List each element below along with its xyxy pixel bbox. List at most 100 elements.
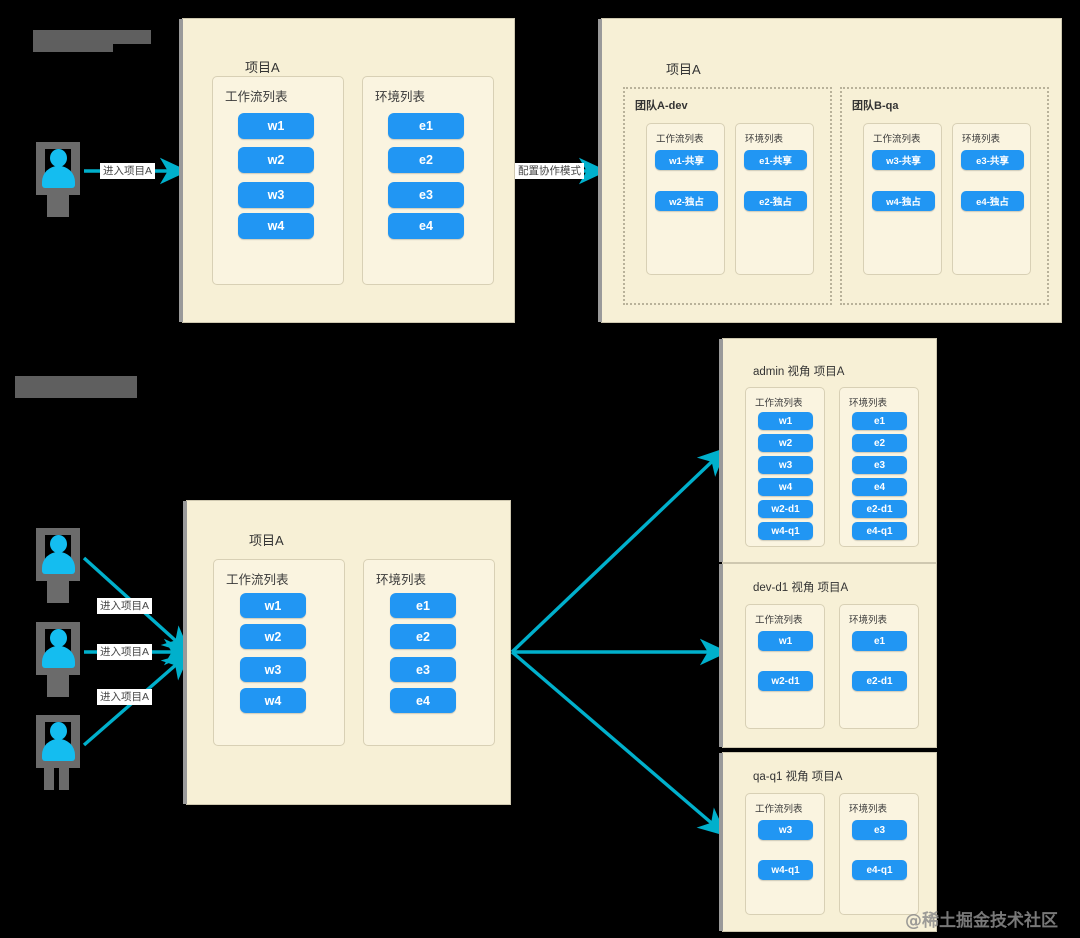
pill-admin-w1[interactable]: w1: [758, 412, 813, 430]
pill-dev-e2-d1[interactable]: e2-d1: [852, 671, 907, 691]
admin-env-box: 环境列表 e1 e2 e3 e4 e2-d1 e4-q1: [839, 387, 919, 547]
dev-workflow-box: 工作流列表 w1 w2-d1: [745, 604, 825, 729]
dev-env-title: 环境列表: [849, 615, 888, 626]
pill-w4[interactable]: w4: [238, 213, 314, 239]
section-title-top-redacted-2: [33, 44, 113, 52]
pill-admin-e1[interactable]: e1: [852, 412, 907, 430]
view-dev-title: dev-d1 视角 项目A: [753, 582, 849, 594]
env-list-box-before: 环境列表 e1 e2 e3 e4: [362, 76, 494, 285]
pill-e2[interactable]: e2: [388, 147, 464, 173]
pill-w4-exclusive[interactable]: w4-独占: [872, 191, 935, 211]
pill-w1-bottom[interactable]: w1: [240, 593, 306, 618]
pill-dev-w2-d1[interactable]: w2-d1: [758, 671, 813, 691]
pill-e4-exclusive[interactable]: e4-独占: [961, 191, 1024, 211]
user-avatar-top: [30, 142, 86, 218]
team-b-workflow-box: 工作流列表 w3-共享 w4-独占: [863, 123, 942, 275]
pill-w3[interactable]: w3: [238, 182, 314, 208]
arrow-view-admin: [510, 447, 727, 654]
project-after-title: 项目A: [666, 62, 701, 77]
project-bottom-panel: 项目A 工作流列表 w1 w2 w3 w4 环境列表 e1 e2 e3 e4: [183, 500, 511, 805]
pill-w3-bottom[interactable]: w3: [240, 657, 306, 682]
team-b-qa-container: 团队B-qa 工作流列表 w3-共享 w4-独占 环境列表 e3-共享 e4-独…: [840, 87, 1049, 305]
pill-dev-e1[interactable]: e1: [852, 631, 907, 651]
watermark: @稀土掘金技术社区: [905, 911, 1058, 931]
pill-e2-exclusive[interactable]: e2-独占: [744, 191, 807, 211]
qa-env-title: 环境列表: [849, 804, 888, 815]
pill-w2-exclusive[interactable]: w2-独占: [655, 191, 718, 211]
admin-workflow-title: 工作流列表: [755, 398, 803, 409]
pill-e1-bottom[interactable]: e1: [390, 593, 456, 618]
qa-env-box: 环境列表 e3 e4-q1: [839, 793, 919, 915]
project-bottom-title: 项目A: [249, 533, 284, 548]
dev-workflow-title: 工作流列表: [755, 615, 803, 626]
team-b-qa-title: 团队B-qa: [852, 100, 899, 112]
admin-env-title: 环境列表: [849, 398, 888, 409]
team-b-workflow-title: 工作流列表: [873, 134, 921, 145]
pill-w1-shared[interactable]: w1-共享: [655, 150, 718, 170]
pill-qa-w4-q1[interactable]: w4-q1: [758, 860, 813, 880]
workflow-list-box-bottom: 工作流列表 w1 w2 w3 w4: [213, 559, 345, 746]
pill-admin-e3[interactable]: e3: [852, 456, 907, 474]
env-list-box-bottom: 环境列表 e1 e2 e3 e4: [363, 559, 495, 746]
section-title-bottom-redacted: [15, 376, 137, 398]
team-b-env-box: 环境列表 e3-共享 e4-独占: [952, 123, 1031, 275]
pill-e3-shared[interactable]: e3-共享: [961, 150, 1024, 170]
pill-w3-shared[interactable]: w3-共享: [872, 150, 935, 170]
pill-admin-w2-d1[interactable]: w2-d1: [758, 500, 813, 518]
pill-e3-bottom[interactable]: e3: [390, 657, 456, 682]
pill-w2[interactable]: w2: [238, 147, 314, 173]
pill-qa-w3[interactable]: w3: [758, 820, 813, 840]
pill-qa-e4-q1[interactable]: e4-q1: [852, 860, 907, 880]
pill-e3[interactable]: e3: [388, 182, 464, 208]
pill-dev-w1[interactable]: w1: [758, 631, 813, 651]
qa-workflow-box: 工作流列表 w3 w4-q1: [745, 793, 825, 915]
pill-admin-e2[interactable]: e2: [852, 434, 907, 452]
env-list-title-bottom: 环境列表: [376, 573, 427, 587]
pill-w2-bottom[interactable]: w2: [240, 624, 306, 649]
team-a-workflow-title: 工作流列表: [656, 134, 704, 145]
env-list-title: 环境列表: [375, 90, 426, 104]
section-title-top-redacted: [33, 30, 151, 44]
arrow-label-enter-project-1: 进入项目A: [97, 598, 153, 615]
pill-e2-bottom[interactable]: e2: [390, 624, 456, 649]
team-a-dev-container: 团队A-dev 工作流列表 w1-共享 w2-独占 环境列表 e1-共享 e2-…: [623, 87, 832, 305]
pill-w1[interactable]: w1: [238, 113, 314, 139]
workflow-list-box-before: 工作流列表 w1 w2 w3 w4: [212, 76, 344, 285]
pill-qa-e3[interactable]: e3: [852, 820, 907, 840]
view-qa-title: qa-q1 视角 项目A: [753, 771, 843, 783]
pill-e4[interactable]: e4: [388, 213, 464, 239]
dev-env-box: 环境列表 e1 e2-d1: [839, 604, 919, 729]
arrow-label-enter-project-2: 进入项目A: [97, 644, 153, 661]
team-a-env-title: 环境列表: [745, 134, 784, 145]
admin-workflow-box: 工作流列表 w1 w2 w3 w4 w2-d1 w4-q1: [745, 387, 825, 547]
arrow-label-enter-project-top: 进入项目A: [100, 163, 156, 180]
pill-admin-w4[interactable]: w4: [758, 478, 813, 496]
team-a-workflow-box: 工作流列表 w1-共享 w2-独占: [646, 123, 725, 275]
pill-admin-e4[interactable]: e4: [852, 478, 907, 496]
user-avatar-3: [30, 715, 86, 791]
project-before-panel: 项目A 工作流列表 w1 w2 w3 w4 环境列表 e1 e2 e3 e4: [179, 18, 515, 323]
pill-e4-bottom[interactable]: e4: [390, 688, 456, 713]
arrow-label-configure-collab: 配置协作模式: [515, 163, 584, 180]
pill-e1[interactable]: e1: [388, 113, 464, 139]
view-panel-qa: qa-q1 视角 项目A 工作流列表 w3 w4-q1 环境列表 e3 e4-q…: [719, 752, 937, 932]
team-a-env-box: 环境列表 e1-共享 e2-独占: [735, 123, 814, 275]
pill-admin-e4-q1[interactable]: e4-q1: [852, 522, 907, 540]
pill-w4-bottom[interactable]: w4: [240, 688, 306, 713]
arrow-view-qa: [510, 650, 727, 837]
team-a-dev-title: 团队A-dev: [635, 100, 688, 112]
arrow-label-enter-project-3: 进入项目A: [97, 689, 153, 706]
view-admin-title: admin 视角 项目A: [753, 366, 845, 378]
pill-admin-w3[interactable]: w3: [758, 456, 813, 474]
workflow-list-title: 工作流列表: [225, 90, 288, 104]
project-after-panel: 项目A 团队A-dev 工作流列表 w1-共享 w2-独占 环境列表 e1-共享…: [598, 18, 1062, 323]
pill-admin-w4-q1[interactable]: w4-q1: [758, 522, 813, 540]
view-panel-dev: dev-d1 视角 项目A 工作流列表 w1 w2-d1 环境列表 e1 e2-…: [719, 563, 937, 748]
view-panel-admin: admin 视角 项目A 工作流列表 w1 w2 w3 w4 w2-d1 w4-…: [719, 338, 937, 563]
pill-e1-shared[interactable]: e1-共享: [744, 150, 807, 170]
project-before-title: 项目A: [245, 60, 280, 75]
team-b-env-title: 环境列表: [962, 134, 1001, 145]
pill-admin-e2-d1[interactable]: e2-d1: [852, 500, 907, 518]
user-avatar-2: [30, 622, 86, 698]
pill-admin-w2[interactable]: w2: [758, 434, 813, 452]
